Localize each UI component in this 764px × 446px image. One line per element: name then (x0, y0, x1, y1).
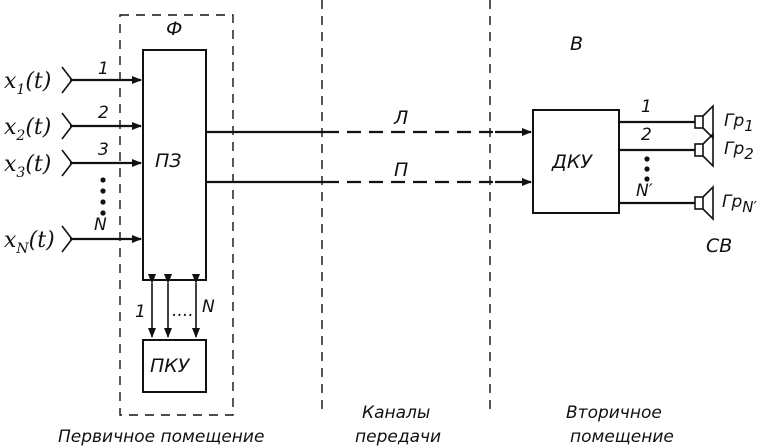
caption-primary: Первичное помещение (58, 427, 264, 446)
control-label-last: N (202, 297, 215, 317)
input-n: N xN(t) (4, 215, 142, 257)
channel-right: П (206, 159, 532, 186)
svg-text:Гр1: Гр1 (724, 111, 754, 135)
dku-block (532, 109, 620, 214)
input-2: 2 x2(t) (4, 103, 142, 144)
output-1-num: 1 (641, 97, 652, 117)
pku-block (142, 339, 207, 393)
svg-text:xN(t): xN(t) (4, 228, 55, 257)
input-1: 1 x1(t) (4, 59, 142, 98)
channel-left: Л (206, 107, 532, 136)
input-2-sub: 2 (15, 128, 25, 144)
primary-room-frame (119, 14, 234, 416)
outputs-ellipsis (644, 156, 650, 182)
input-n-num: N (94, 215, 107, 235)
dku-label: ДКУ (551, 151, 593, 173)
output-n-sub: N′ (742, 198, 757, 216)
sv-label: СВ (706, 235, 732, 257)
inputs-ellipsis (100, 177, 106, 216)
output-2-label: Гр (724, 139, 744, 159)
input-2-base: x (4, 115, 17, 140)
output-1-sub: 1 (744, 117, 754, 135)
output-2-num: 2 (641, 125, 652, 145)
speaker-2-icon (694, 132, 714, 168)
svg-text:x2(t): x2(t) (4, 115, 51, 144)
caption-secondary-line2: помещение (570, 427, 674, 446)
input-3-arg: (t) (25, 152, 51, 177)
speaker-1-icon (694, 104, 714, 140)
input-2-num: 2 (98, 103, 109, 123)
caption-channels-line2: передачи (355, 427, 441, 446)
input-1-sub: 1 (16, 82, 25, 98)
secondary-label: В (570, 33, 583, 55)
control-label-dots: .... (172, 301, 194, 321)
input-1-arg: (t) (25, 69, 51, 94)
output-n: N′ ГрN′ (619, 181, 757, 221)
control-label-first: 1 (135, 302, 146, 322)
pz-label: ПЗ (155, 150, 181, 172)
channel-left-label: Л (393, 107, 408, 129)
channel-right-label: П (394, 159, 408, 181)
svg-text:Гр2: Гр2 (724, 139, 754, 163)
output-n-label: Гр (722, 192, 742, 212)
input-3-base: x (4, 152, 17, 177)
input-1-base: x (4, 69, 17, 94)
output-2-sub: 2 (744, 145, 754, 163)
svg-text:ГрN′: ГрN′ (722, 192, 757, 216)
output-1: 1 Гр1 (619, 97, 754, 140)
speaker-n-icon (694, 185, 714, 221)
input-3-num: 3 (98, 140, 109, 160)
output-1-label: Гр (724, 111, 744, 131)
input-1-num: 1 (98, 59, 109, 79)
pz-block (142, 49, 207, 281)
caption-secondary-line1: Вторичное (566, 403, 662, 423)
output-2: 2 Гр2 (619, 125, 754, 168)
svg-text:x1(t): x1(t) (4, 69, 51, 98)
pku-label: ПКУ (150, 355, 191, 377)
input-3: 3 x3(t) (4, 140, 142, 181)
input-n-arg: (t) (29, 228, 55, 253)
input-n-sub: N (15, 241, 29, 257)
input-n-base: x (4, 228, 17, 253)
svg-text:x3(t): x3(t) (4, 152, 51, 181)
caption-channels-line1: Каналы (362, 403, 430, 423)
frame-label: Ф (166, 18, 182, 40)
input-2-arg: (t) (25, 115, 51, 140)
output-n-num: N′ (636, 181, 653, 201)
input-3-sub: 3 (16, 165, 25, 181)
